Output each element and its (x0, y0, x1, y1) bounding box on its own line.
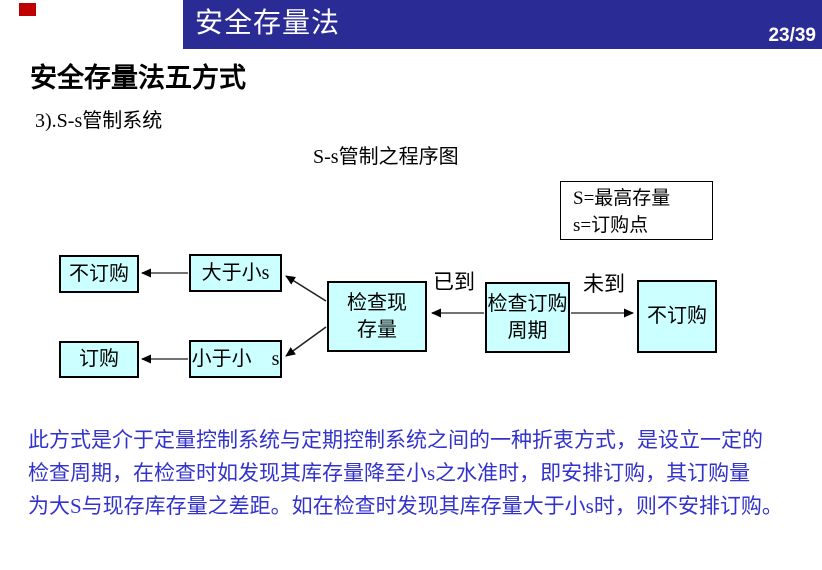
arrow-checkstock-to-less (285, 326, 327, 357)
flow-box-order: 订购 (59, 341, 139, 378)
red-accent-square (19, 3, 36, 16)
edge-label-arrived: 已到 (433, 270, 475, 294)
diagram-title: S-s管制之程序图 (313, 146, 459, 168)
flow-box-less-than-s: 小于小 s (189, 340, 282, 378)
section-heading: 安全存量法五方式 (30, 63, 246, 93)
flow-box-no-order-right: 不订购 (637, 280, 717, 353)
legend-box: S=最高存量 s=订购点 (560, 181, 713, 240)
legend-line-max-stock: S=最高存量 (573, 188, 671, 209)
explanation-line-2: 检查周期，在检查时如发现其库存量降至小s之水准时，即安排订购，其订购量 (28, 461, 751, 485)
explanation-line-3: 为大S与现存库存量之差距。如在检查时发现其库存量大于小s时，则不安排订购。 (28, 494, 783, 518)
page-number: 23/39 (768, 25, 816, 46)
arrow-checkstock-to-greater (285, 275, 327, 302)
header-bar: 安全存量法 23/39 (183, 0, 822, 49)
sub-heading: 3).S-s管制系统 (35, 110, 163, 132)
legend-line-order-point: s=订购点 (573, 215, 649, 236)
slide-title: 安全存量法 (195, 8, 341, 39)
flow-box-greater-than-s: 大于小s (189, 254, 282, 292)
edge-label-not-arrived: 未到 (583, 272, 625, 296)
flow-box-check-order-cycle: 检查订购 周期 (485, 282, 570, 353)
explanation-paragraph: 此方式是介于定量控制系统与定期控制系统之间的一种折衷方式，是设立一定的 检查周期… (28, 424, 808, 523)
explanation-line-1: 此方式是介于定量控制系统与定期控制系统之间的一种折衷方式，是设立一定的 (28, 428, 763, 452)
flow-box-check-current-stock: 检查现 存量 (327, 281, 427, 352)
flow-box-no-order-top: 不订购 (59, 255, 139, 293)
